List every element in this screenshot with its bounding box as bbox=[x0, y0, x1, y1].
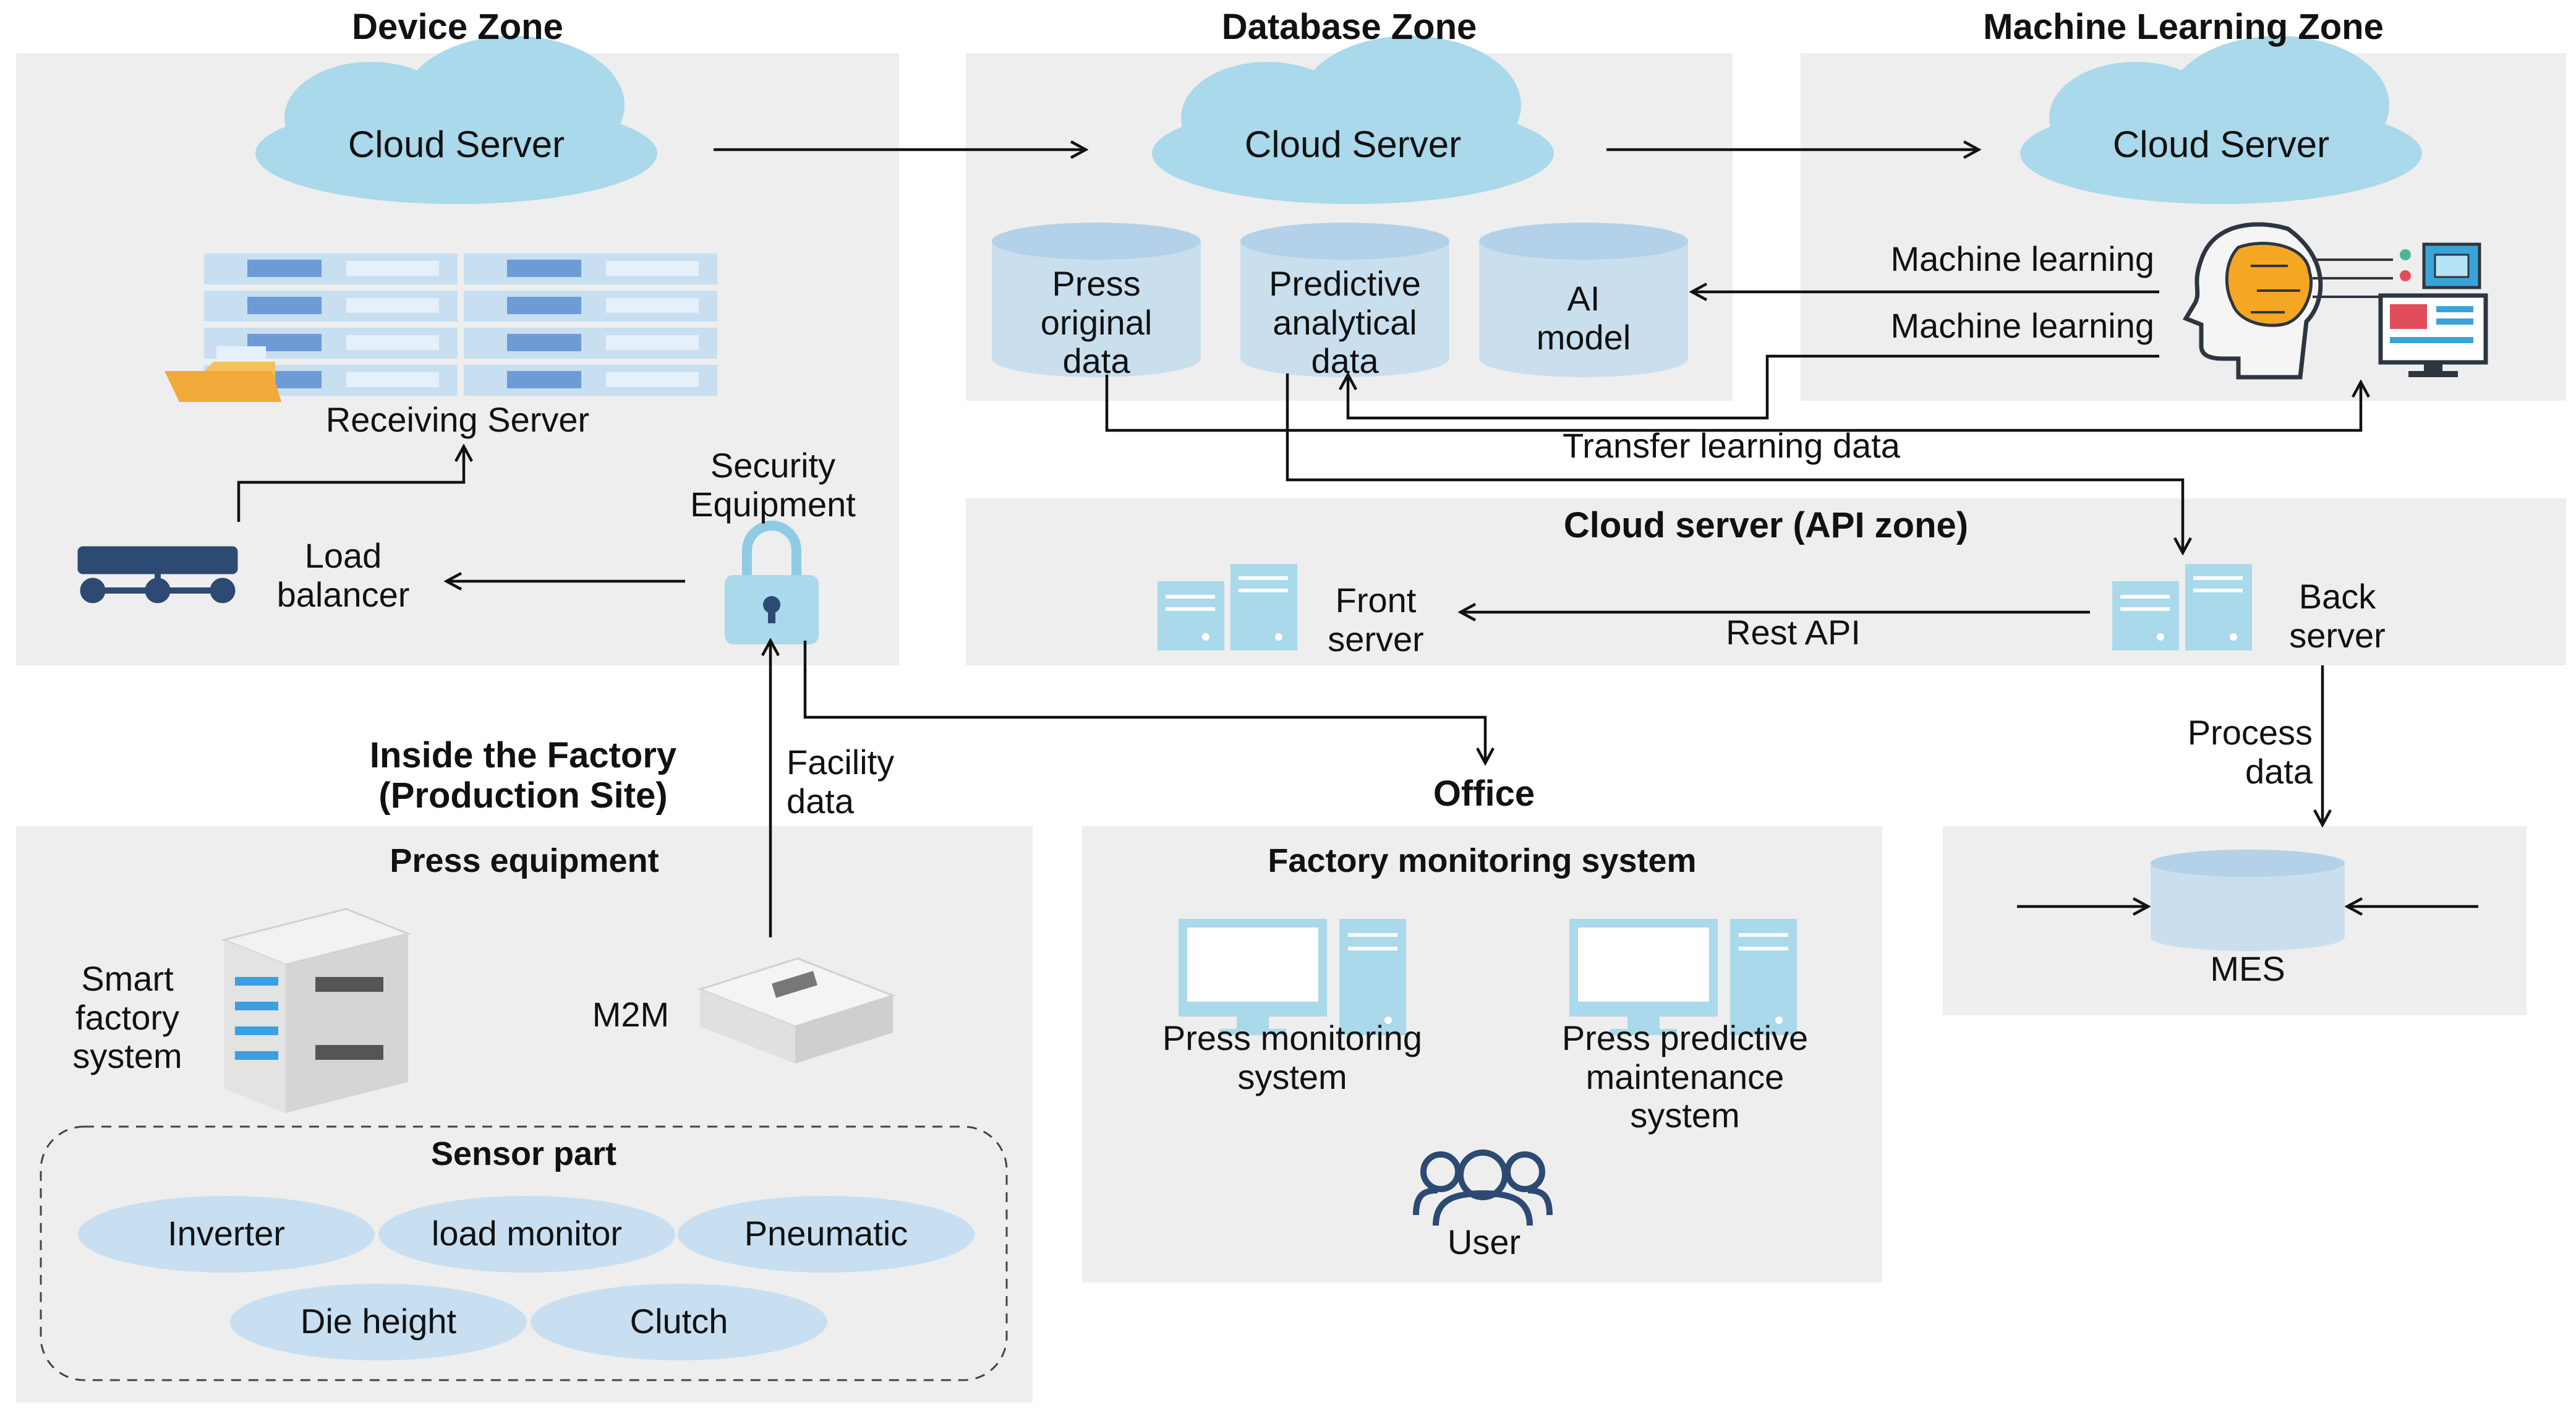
mes-database-icon bbox=[2151, 850, 2345, 951]
process-data-label: Process data bbox=[2187, 713, 2313, 791]
machine-learning-label: Machine learning bbox=[1890, 306, 2154, 345]
load-balancer-label: Load balancer bbox=[276, 536, 410, 614]
database-icon bbox=[1240, 223, 1449, 377]
cloud-icon bbox=[255, 36, 657, 204]
cloud-icon bbox=[1152, 36, 1554, 204]
tower-server-icon bbox=[221, 908, 411, 1113]
user-label: User bbox=[1447, 1222, 1521, 1261]
machine-learning-label: Machine learning bbox=[1890, 239, 2154, 278]
front-server-label: Front server bbox=[1328, 581, 1424, 659]
sensor-clutch: Clutch bbox=[629, 1302, 728, 1341]
lock-icon bbox=[725, 521, 819, 644]
back-server-label: Back server bbox=[2289, 577, 2386, 655]
db-ai-model-label: AI model bbox=[1536, 279, 1631, 357]
database-icon bbox=[992, 223, 1201, 377]
load-balancer-icon bbox=[77, 546, 238, 604]
security-equipment-label: Security Equipment bbox=[690, 446, 856, 524]
db-press-original-label: Press original data bbox=[1040, 264, 1153, 381]
cloud-server-label: Cloud Server bbox=[2112, 124, 2330, 165]
transfer-learning-label: Transfer learning data bbox=[1563, 426, 1900, 465]
connectors bbox=[237, 150, 2478, 937]
rest-api-label: Rest API bbox=[1726, 613, 1861, 652]
ml-zone-title: Machine Learning Zone bbox=[1983, 7, 2384, 47]
factory-zone-panel bbox=[16, 826, 1033, 1402]
monitor-icon bbox=[1179, 919, 1406, 1035]
user-group-icon bbox=[1413, 1149, 1553, 1226]
monitor-icon bbox=[1569, 919, 1797, 1035]
sensor-die-height: Die height bbox=[300, 1302, 457, 1341]
sensor-ellipses bbox=[78, 1196, 975, 1360]
smart-factory-label: Smart factory system bbox=[72, 959, 182, 1076]
cloud-icon bbox=[2020, 36, 2422, 204]
server-rack-icon bbox=[204, 254, 717, 396]
device-zone-title: Device Zone bbox=[352, 7, 563, 47]
cloud-server-label: Cloud Server bbox=[348, 124, 565, 165]
sensor-part-title: Sensor part bbox=[430, 1135, 617, 1172]
office-zone-panel bbox=[1082, 826, 1882, 1282]
ai-head-icon bbox=[2182, 222, 2488, 380]
m2m-device-icon bbox=[697, 957, 896, 1064]
sensor-load-monitor: load monitor bbox=[431, 1214, 623, 1253]
press-equipment-title: Press equipment bbox=[390, 842, 659, 879]
back-server-icon bbox=[2112, 564, 2252, 650]
folder-icon bbox=[164, 346, 281, 402]
press-monitoring-label: Press monitoring system bbox=[1162, 1018, 1423, 1096]
factory-zone-title: Inside the Factory (Production Site) bbox=[369, 735, 677, 816]
db-predictive-label: Predictive analytical data bbox=[1269, 264, 1421, 381]
facility-data-label: Facility data bbox=[787, 743, 895, 821]
front-server-icon bbox=[1158, 564, 1297, 650]
api-zone-title: Cloud server (API zone) bbox=[1563, 505, 1969, 545]
database-zone-title: Database Zone bbox=[1221, 7, 1477, 47]
sensor-part-frame bbox=[40, 1125, 1008, 1381]
office-title: Office bbox=[1433, 774, 1535, 814]
database-icon bbox=[1479, 223, 1688, 377]
sensor-inverter: Inverter bbox=[168, 1214, 285, 1253]
factory-monitoring-title: Factory monitoring system bbox=[1268, 842, 1697, 879]
m2m-label: M2M bbox=[592, 995, 670, 1034]
sensor-pneumatic: Pneumatic bbox=[744, 1214, 908, 1253]
cloud-server-label: Cloud Server bbox=[1244, 124, 1462, 165]
press-predictive-label: Press predictive maintenance system bbox=[1561, 1018, 1809, 1135]
mes-label: MES bbox=[2210, 949, 2285, 988]
receiving-server-label: Receiving Server bbox=[325, 400, 590, 439]
